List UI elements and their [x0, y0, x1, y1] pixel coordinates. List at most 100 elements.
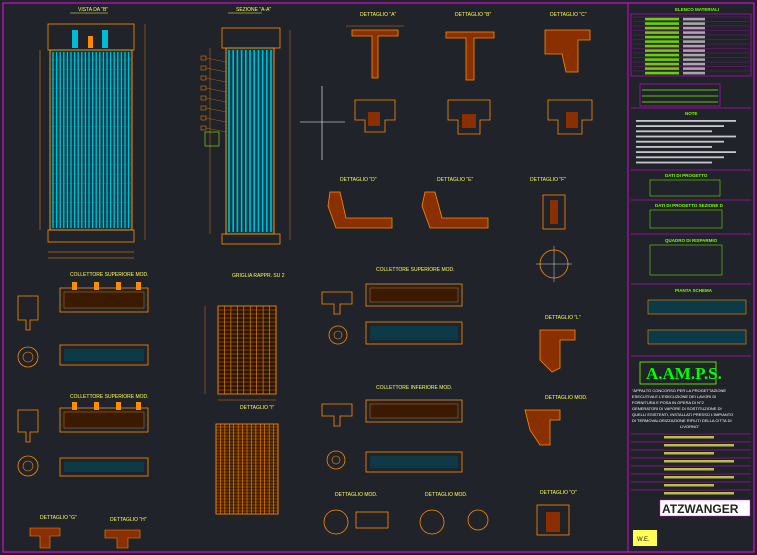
detail-c-title: DETTAGLIO "C" [550, 12, 587, 18]
table-cell [645, 31, 679, 34]
grid-title: GRIGLIA RAPPR. SU 2 [232, 273, 285, 279]
stamp-logo: W.E. [637, 537, 650, 543]
callout-tag [200, 115, 207, 121]
detail-m-title: DETTAGLIO MOD. [545, 395, 587, 401]
details-middle: DETTAGLIO "D" DETTAGLIO "E" DETTAGLIO "F… [327, 177, 572, 282]
desc-line-3: FORNITURA E POSA IN OPERA DI N°2 [632, 400, 705, 405]
data-title-2: DATI DI PROGETTO SEZIONE D [655, 203, 724, 208]
materials-title: ELENCO MATERIALI [675, 7, 719, 12]
table-cell [683, 40, 705, 43]
callout-tag [200, 125, 207, 131]
detail-h-title: DETTAGLIO "H" [110, 517, 147, 523]
table-cell [683, 58, 705, 61]
tb-row-text [664, 460, 734, 463]
callout-leader [205, 67, 227, 73]
collectors-right: COLLETTORE SUPERIORE MOD. COLLETTORE INF… [321, 267, 587, 536]
note-line [636, 156, 724, 159]
desc-line-7: LIVORNO" [680, 424, 700, 429]
materials-table [633, 16, 749, 75]
client-name: A.AM.P.S. [646, 364, 722, 383]
table-cell [683, 17, 705, 21]
details-top: DETTAGLIO "A" DETTAGLIO "B" DETTAGLIO "C… [300, 12, 593, 160]
callout-leader [205, 127, 227, 133]
callout-tag [200, 105, 207, 111]
note-line [636, 130, 712, 133]
collector-4-title: COLLETTORE INFERIORE MOD. [376, 385, 452, 391]
table-cell [645, 67, 679, 70]
title-block-rows [631, 433, 751, 495]
detail-l-title: DETTAGLIO "L" [545, 315, 581, 321]
table-cell [645, 40, 679, 43]
table-cell [645, 35, 679, 39]
data-title-1: DATI DI PROGETTO [665, 173, 708, 178]
view-section-aa: SEZIONE "A-A" [200, 7, 291, 245]
table-cell [645, 53, 679, 57]
collectors-left: COLLETTORE SUPERIORE MOD. COLLETTORE SUP… [17, 272, 149, 549]
table-cell [683, 71, 705, 75]
tube-bundle-section [228, 50, 272, 232]
table-cell [683, 49, 705, 52]
plan-title: PIANTA SCHEMA [675, 288, 713, 293]
callout-leader [205, 97, 227, 103]
tb-row-text [664, 484, 714, 487]
view-title-vista: VISTA DA "B" [78, 7, 108, 13]
tb-row-text [664, 476, 734, 479]
nozzle [72, 282, 77, 290]
note-line [636, 140, 724, 143]
desc-line-4: GENERATORI DI VAPORE DI SOSTITUZIONE DI [632, 406, 722, 411]
desc-line-5: QUELLI ESISTENTI, INSTALLATI PRESSO L'IM… [632, 412, 733, 417]
nozzle [94, 282, 99, 290]
grid-views: GRIGLIA RAPPR. SU 2 DETTAGLIO "I" [204, 273, 285, 515]
detail-n2-title: DETTAGLIO MOD. [425, 492, 467, 498]
note-line [636, 161, 712, 164]
note-line [636, 120, 736, 122]
callout-tag [200, 85, 207, 91]
detail-f-title: DETTAGLIO "F" [530, 177, 566, 183]
notes-title: NOTE [685, 111, 698, 116]
callout-leader [205, 87, 227, 93]
tb-row-text [664, 468, 714, 471]
note-line [636, 135, 736, 138]
table-cell [645, 22, 679, 25]
table-cell [645, 58, 679, 61]
data-title-3: QUADRO DI RISPARMIO [665, 238, 718, 243]
callout-tag [200, 75, 207, 81]
collector-2-title: COLLETTORE SUPERIORE MOD. [70, 394, 149, 400]
table-cell [683, 53, 705, 57]
callout-markers [200, 55, 227, 133]
callout-tag [200, 65, 207, 71]
table-cell [645, 49, 679, 52]
table-cell [645, 26, 679, 30]
detail-d-title: DETTAGLIO "D" [340, 177, 377, 183]
callout-tag [200, 55, 207, 61]
callout-leader [205, 77, 227, 83]
collector-3-title: COLLETTORE SUPERIORE MOD. [376, 267, 455, 273]
table-cell [645, 62, 679, 66]
table-cell [683, 31, 705, 34]
callout-leader [205, 57, 227, 63]
table-cell [645, 17, 679, 21]
desc-line-6: DI TERMOVALORIZZAZIONE RIFIUTI DELLA CIT… [632, 418, 732, 423]
callout-leader [205, 107, 227, 113]
table-cell [683, 26, 705, 30]
note-line [636, 151, 736, 153]
nozzle [136, 282, 141, 290]
nozzle [116, 402, 121, 410]
tb-row-text [664, 444, 734, 447]
nozzle [94, 402, 99, 410]
nozzle [72, 402, 77, 410]
detail-e-title: DETTAGLIO "E" [437, 177, 473, 183]
detail-a-title: DETTAGLIO "A" [360, 12, 396, 18]
collector-1-title: COLLETTORE SUPERIORE MOD. [70, 272, 149, 278]
view-title-section: SEZIONE "A-A" [236, 7, 271, 13]
detail-b-title: DETTAGLIO "B" [455, 12, 491, 18]
note-line [636, 146, 712, 148]
tb-row-text [664, 492, 734, 495]
nozzle [136, 402, 141, 410]
view-vista: VISTA DA "B" [39, 7, 146, 259]
tube-bundle-vista [51, 52, 131, 228]
table-cell [683, 62, 705, 66]
grid2-title: DETTAGLIO "I" [240, 405, 275, 411]
detail-o-title: DETTAGLIO "O" [540, 490, 577, 496]
